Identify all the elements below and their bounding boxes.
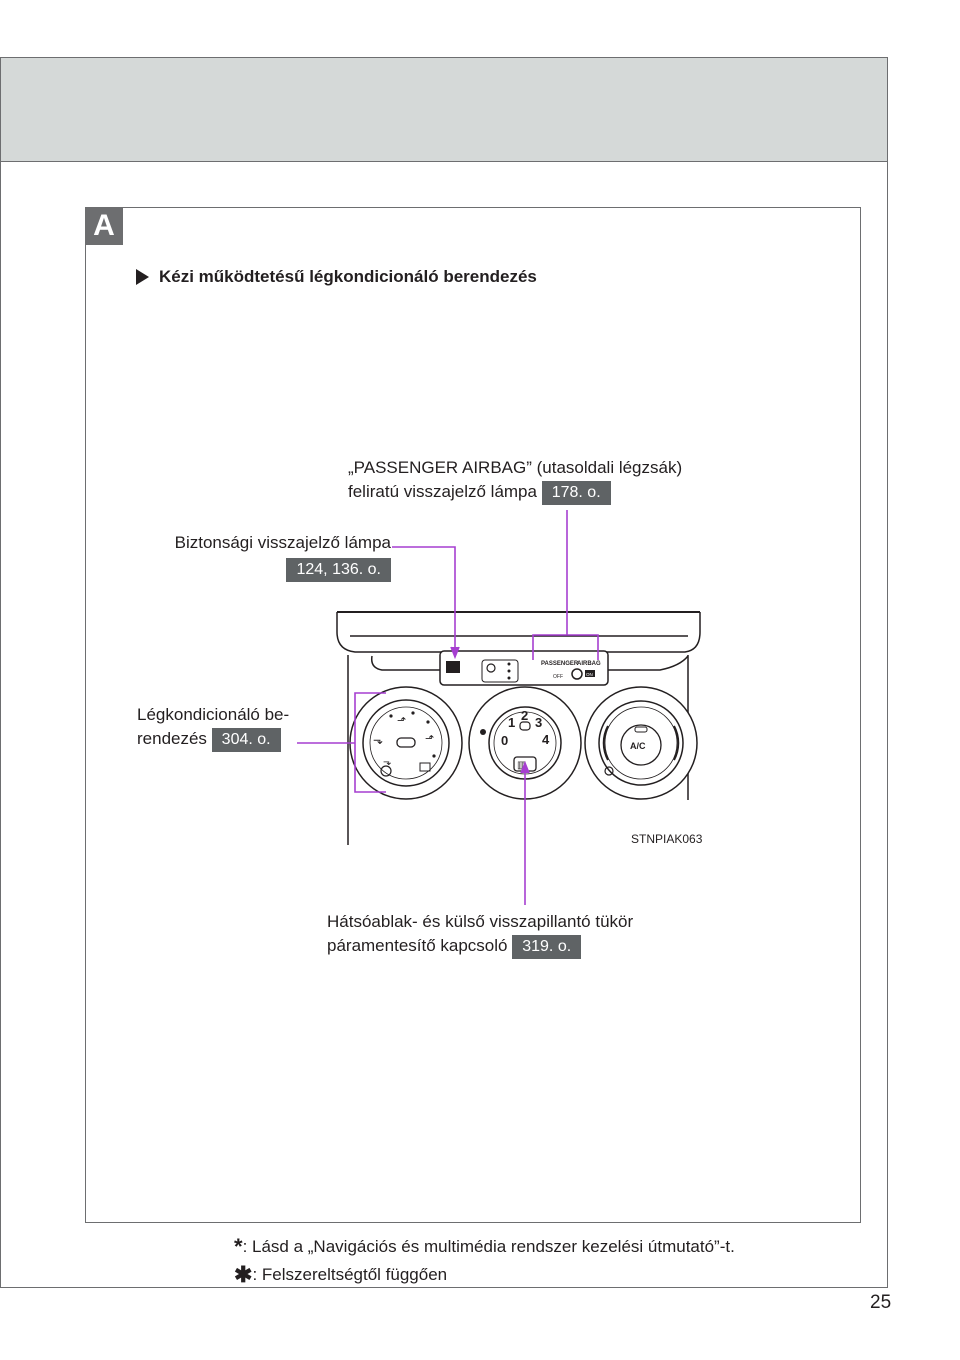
page-number: 25 (870, 1292, 892, 1313)
security-line1: Biztonsági visszajelző lámpa (174, 533, 391, 552)
section-title: Kézi működtetésű légkondicionáló berende… (136, 267, 537, 287)
svg-text:4: 4 (542, 732, 550, 747)
security-page-ref[interactable]: 124, 136. o. (286, 558, 391, 582)
fan-knob: 0 1 2 3 4 ▥ (468, 686, 582, 800)
optional-equipment-icon: ✱ (234, 1262, 253, 1287)
aircon-callout: Légkondicionáló be- rendezés 304. o. (137, 703, 289, 752)
svg-text:⬏: ⬏ (397, 715, 406, 727)
svg-text:▥: ▥ (517, 760, 526, 771)
passenger-airbag-line2: feliratú visszajelző lámpa (348, 482, 537, 501)
header-band (1, 58, 887, 162)
svg-text:ON: ON (586, 672, 593, 677)
defogger-line2: páramentesítő kapcsoló (327, 936, 508, 955)
aircon-line2: rendezés (137, 729, 207, 748)
svg-text:0: 0 (501, 733, 508, 748)
asterisk-icon: * (234, 1234, 243, 1259)
section-badge: A (85, 207, 123, 245)
aircon-line1: Légkondicionáló be- (137, 705, 290, 724)
passenger-airbag-line1: „PASSENGER AIRBAG” (utasoldali légzsák) (348, 458, 683, 477)
svg-text:2: 2 (521, 708, 528, 723)
passenger-airbag-callout: „PASSENGER AIRBAG” (utasoldali légzsák) … (348, 456, 682, 505)
footnote-2-text: : Felszereltségtől függően (252, 1265, 448, 1284)
svg-text:OFF: OFF (553, 674, 563, 680)
triangle-bullet-icon (136, 269, 149, 285)
svg-text:PASSENGER: PASSENGER (541, 661, 579, 667)
passenger-airbag-page-ref[interactable]: 178. o. (541, 481, 611, 505)
security-indicator-icon (446, 661, 460, 673)
page-frame (0, 57, 888, 1288)
airflow-knob: ⬎ ⬏ ⬏ ⬎ (349, 686, 463, 800)
svg-text:3: 3 (535, 715, 542, 730)
defogger-callout: Hátsóablak- és külső visszapillantó tükö… (327, 910, 633, 959)
svg-text:AIRBAG: AIRBAG (577, 661, 601, 667)
footnote-1-text: : Lásd a „Navigációs és multimédia rends… (242, 1237, 735, 1256)
footnote-2: ✱: Felszereltségtől függően (234, 1262, 447, 1288)
svg-text:A/C: A/C (630, 741, 646, 751)
svg-text:⬏: ⬏ (425, 733, 434, 745)
callout-lines (297, 510, 599, 905)
aircon-page-ref[interactable]: 304. o. (211, 728, 281, 752)
defogger-page-ref[interactable]: 319. o. (512, 935, 582, 959)
content-panel (85, 207, 861, 1223)
svg-text:1: 1 (508, 715, 515, 730)
footnote-1: *: Lásd a „Navigációs és multimédia rend… (234, 1234, 735, 1260)
security-callout: Biztonsági visszajelző lámpa 124, 136. o… (159, 531, 391, 582)
svg-text:⬎: ⬎ (383, 757, 391, 768)
svg-text:⬎: ⬎ (373, 733, 383, 747)
defogger-line1: Hátsóablak- és külső visszapillantó tükö… (327, 912, 634, 931)
section-title-text: Kézi működtetésű légkondicionáló berende… (159, 267, 537, 286)
illustration-code: STNPIAK063 (631, 832, 703, 846)
indicator-strip (439, 650, 609, 686)
temperature-knob: A/C (584, 686, 698, 800)
